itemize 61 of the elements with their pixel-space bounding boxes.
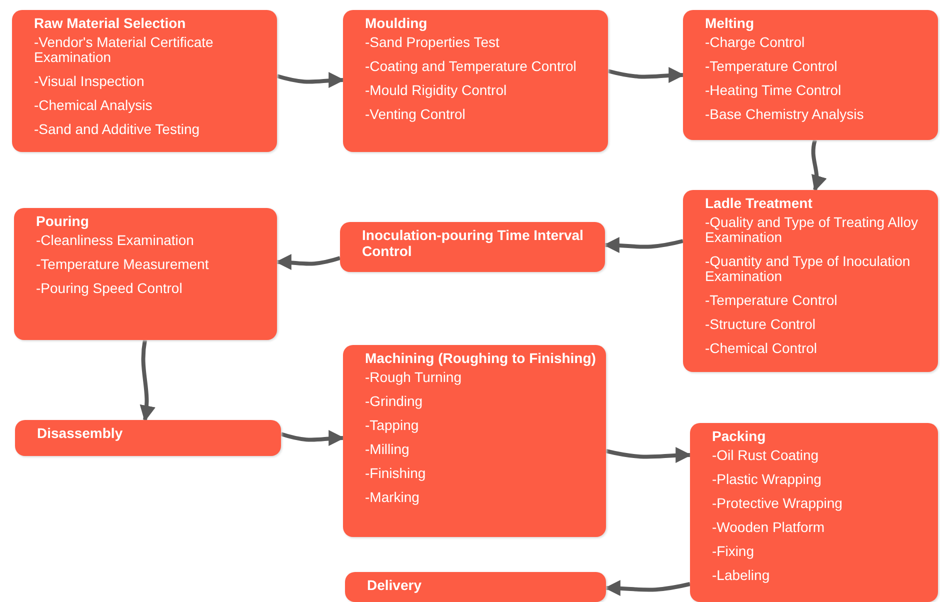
- flow-arrow: [280, 430, 345, 446]
- check-item: -Quality and Type of Treating Alloy Examination: [705, 215, 919, 245]
- check-item: -Rough Turning: [365, 370, 463, 385]
- check-item: -Temperature Measurement: [36, 257, 210, 272]
- check-item: -Structure Control: [705, 317, 816, 332]
- step-heading: Melting: [705, 15, 755, 31]
- step-heading: Ladle Treatment: [705, 195, 814, 211]
- check-item: -Plastic Wrapping: [712, 472, 822, 487]
- check-item: -Base Chemistry Analysis: [705, 107, 865, 122]
- check-item: -Tapping: [365, 418, 420, 433]
- check-item: -Quantity and Type of Inoculation Examination: [705, 254, 912, 284]
- check-item: -Finishing: [365, 466, 427, 481]
- check-item: -Heating Time Control: [705, 83, 842, 98]
- check-item: -Visual Inspection: [34, 74, 146, 89]
- check-item: -Chemical Analysis: [34, 98, 154, 113]
- check-item: -Labeling: [712, 568, 771, 583]
- step-heading: Pouring: [36, 213, 90, 229]
- check-item: -Sand Properties Test: [365, 35, 500, 50]
- check-item: -Temperature Control: [705, 293, 838, 308]
- check-item: -Mould Rigidity Control: [365, 83, 508, 98]
- check-item: -Marking: [365, 490, 420, 505]
- process-box: [683, 10, 938, 140]
- process-box: [15, 420, 281, 456]
- process-box: [14, 208, 277, 340]
- process-box: [683, 190, 938, 372]
- step-heading: Machining (Roughing to Finishing): [365, 350, 597, 366]
- check-item: -Pouring Speed Control: [36, 281, 184, 296]
- flow-arrow: [603, 237, 684, 254]
- process-box: [343, 345, 606, 537]
- check-item: -Chemical Control: [705, 341, 818, 356]
- flow-arrow: [810, 140, 826, 192]
- flow-arrow: [276, 72, 345, 88]
- check-item: -Coating and Temperature Control: [365, 59, 578, 74]
- check-item: -Wooden Platform: [712, 520, 826, 535]
- check-item: -Protective Wrapping: [712, 496, 844, 511]
- check-item: -Sand and Additive Testing: [34, 122, 201, 137]
- process-box: [345, 572, 606, 602]
- flow-arrow: [604, 580, 690, 596]
- check-item: -Grinding: [365, 394, 424, 409]
- flow-arrow: [608, 67, 685, 84]
- process-box: [340, 222, 605, 272]
- flow-arrow: [139, 340, 156, 422]
- step-heading: Moulding: [365, 15, 428, 31]
- flow-arrow: [606, 447, 692, 464]
- process-box: [12, 10, 277, 152]
- step-heading: Delivery: [367, 577, 422, 593]
- step-heading: Raw Material Selection: [34, 15, 187, 31]
- check-item: -Vendor's Material Certificate Examination: [34, 35, 214, 65]
- check-item: -Milling: [365, 442, 410, 457]
- step-heading: Packing: [712, 428, 767, 444]
- check-item: -Oil Rust Coating: [712, 448, 820, 463]
- step-heading: Disassembly: [37, 425, 124, 441]
- check-item: -Charge Control: [705, 35, 806, 50]
- step-heading: Inoculation-pouring Time Interval Control: [362, 227, 584, 259]
- flow-arrow: [275, 254, 341, 270]
- check-item: -Cleanliness Examination: [36, 233, 195, 248]
- check-item: -Temperature Control: [705, 59, 838, 74]
- check-item: -Fixing: [712, 544, 756, 559]
- process-box: [343, 10, 608, 152]
- process-box: [690, 423, 938, 602]
- check-item: -Venting Control: [365, 107, 466, 122]
